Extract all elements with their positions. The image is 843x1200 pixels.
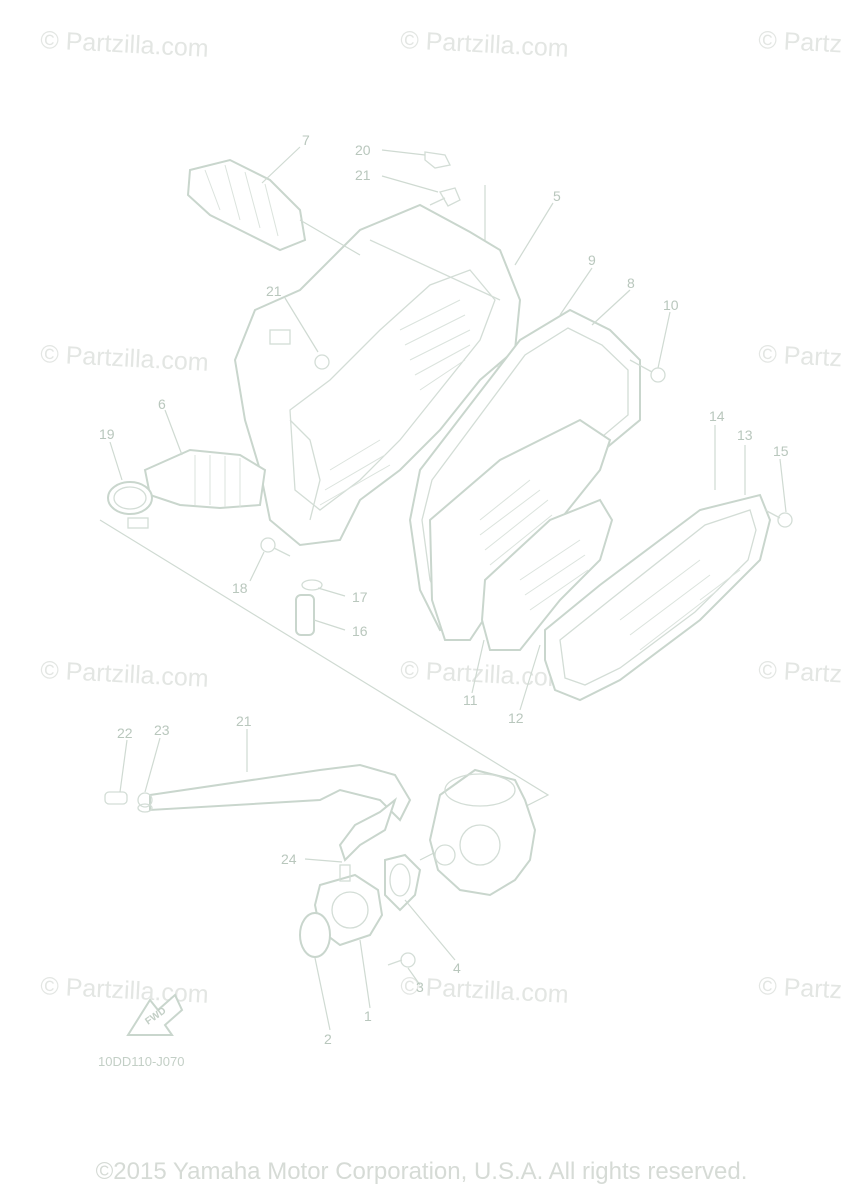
callout-2: 2 <box>324 1031 332 1047</box>
callout-4: 4 <box>453 960 461 976</box>
drain-plug <box>295 579 323 636</box>
callout-13: 13 <box>737 427 753 443</box>
callout-16: 16 <box>352 623 368 639</box>
watermark: © Partzilla.com <box>758 26 843 63</box>
callout-6: 6 <box>158 396 166 412</box>
callout-24: 24 <box>281 851 297 867</box>
watermark: © Partzilla.com <box>400 656 570 693</box>
callout-22: 21 <box>236 713 252 729</box>
callout-1: 1 <box>364 1008 372 1024</box>
air-box-case <box>233 203 522 547</box>
watermark: © Partzilla.com <box>758 340 843 377</box>
callout-9: 9 <box>588 252 596 268</box>
filter-element-stack <box>408 308 772 702</box>
copyright-notice: ©2015 Yamaha Motor Corporation, U.S.A. A… <box>95 1158 748 1185</box>
callout-17: 17 <box>352 589 368 605</box>
callout-20: 20 <box>355 142 371 158</box>
forward-arrow-icon: FWD <box>126 993 184 1036</box>
carburetor <box>428 768 537 897</box>
breather-hose <box>104 763 412 862</box>
callout-24: 23 <box>154 722 170 738</box>
air-box-joint <box>107 448 267 529</box>
callout-5: 5 <box>553 188 561 204</box>
watermark: © Partzilla.com <box>758 972 843 1009</box>
callout-15: 15 <box>773 443 789 459</box>
intake-manifold <box>299 853 422 958</box>
callout-23: 22 <box>117 725 133 741</box>
callout-11: 11 <box>463 692 478 708</box>
watermark: © Partzilla.com <box>40 340 210 377</box>
callout-numbers: 7 20 21 5 9 8 10 21 6 19 14 13 15 18 17 … <box>99 132 789 1047</box>
callout-14: 14 <box>709 408 725 424</box>
callout-12: 12 <box>508 710 524 726</box>
callout-8: 8 <box>627 275 635 291</box>
watermark: © Partzilla.com <box>40 26 210 63</box>
diagram-code: 10DD110-J070 <box>98 1054 184 1069</box>
callout-21: 21 <box>266 283 282 299</box>
callout-21: 21 <box>355 167 371 183</box>
callout-18: 18 <box>232 580 248 596</box>
callout-3: 3 <box>416 979 424 995</box>
callout-19: 19 <box>99 426 115 442</box>
watermark: © Partzilla.com <box>400 26 570 63</box>
watermark: © Partzilla.com <box>758 656 843 693</box>
intake-duct <box>186 158 361 256</box>
watermark: © Partzilla.com <box>40 972 210 1009</box>
leader-lines <box>109 146 787 1031</box>
callout-7: 7 <box>302 132 310 148</box>
callout-10: 10 <box>663 297 679 313</box>
watermark: © Partzilla.com <box>400 972 570 1009</box>
watermark: © Partzilla.com <box>40 656 210 693</box>
